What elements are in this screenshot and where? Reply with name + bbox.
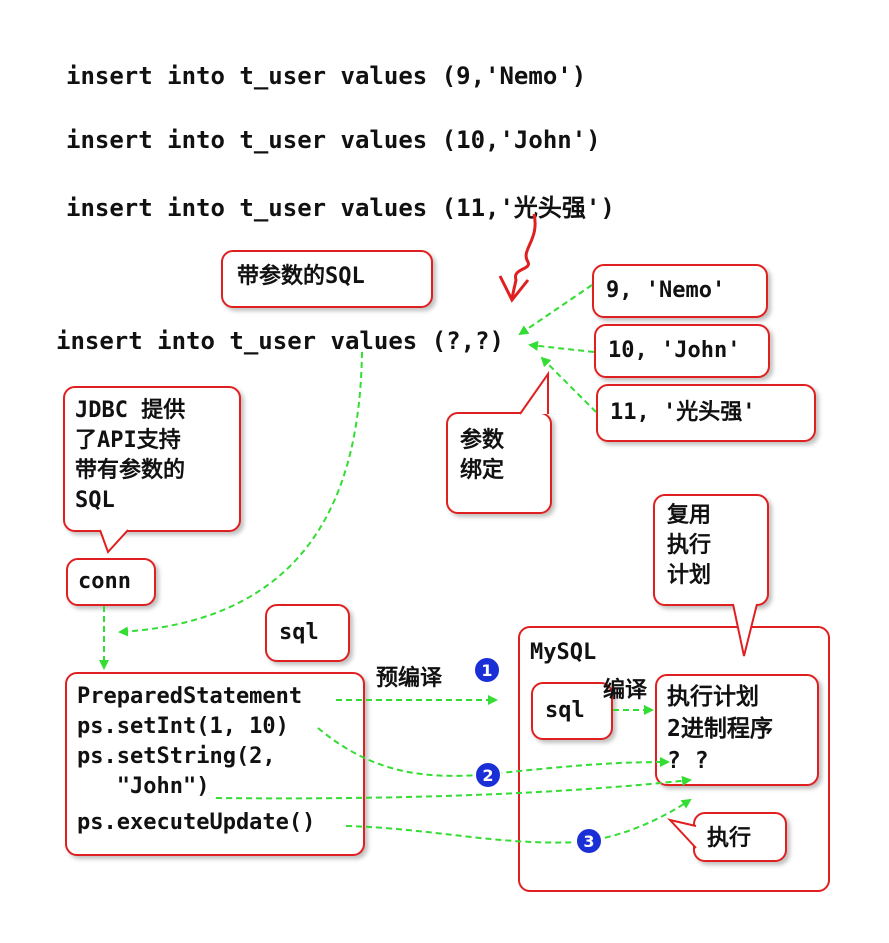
precompile-label: 预编译 — [376, 666, 443, 691]
arrow-sql-to-prepare — [118, 351, 363, 637]
badge-2: 2 — [474, 761, 502, 789]
code-line-1: PreparedStatement — [77, 684, 303, 709]
arrow-setint — [317, 727, 670, 777]
code-line-5: ps.executeUpdate() — [77, 810, 316, 835]
arrow-param-2 — [528, 340, 595, 353]
execution-plan-box: 执行计划 2进制程序 ? ? — [655, 674, 819, 786]
mysql-sql-box: sql — [531, 682, 613, 740]
arrow-param-1 — [518, 284, 593, 336]
jdbc-note-line-3: 带有参数的 — [75, 458, 186, 483]
plan-line-3: ? ? — [667, 748, 709, 774]
jdbc-note-line-4: SQL — [75, 488, 115, 513]
svg-text:2: 2 — [482, 766, 493, 785]
badge-1: 1 — [473, 656, 501, 684]
sql-box-text: sql — [279, 620, 319, 645]
sql-statement-3: insert into t_user values (11,'光头强') — [66, 194, 615, 222]
reuse-plan-callout: 复用 执行 计划 — [653, 494, 769, 606]
bind-note-line-1: 参数 — [460, 428, 505, 453]
code-line-2: ps.setInt(1, 10) — [77, 714, 289, 739]
prepared-statement-code-box: PreparedStatement ps.setInt(1, 10) ps.se… — [65, 672, 365, 856]
reuse-callout-tail — [732, 603, 758, 657]
code-line-3: ps.setString(2, — [77, 744, 276, 769]
sql-statement-1: insert into t_user values (9,'Nemo') — [66, 62, 587, 90]
sql-box: sql — [265, 604, 350, 662]
arrow-setstring — [215, 775, 692, 800]
param-box-3: 11, '光头强' — [596, 384, 816, 442]
red-arrow-head — [498, 275, 530, 303]
conn-box: conn — [66, 558, 156, 606]
arrow-param-3 — [540, 356, 597, 413]
param-box-1-text: 9, 'Nemo' — [606, 278, 726, 303]
param-box-3-text: 11, '光头强' — [610, 400, 756, 425]
red-squiggle-arrow — [510, 213, 537, 299]
reuse-note-line-1: 复用 — [667, 503, 712, 528]
svg-text:1: 1 — [481, 661, 492, 680]
jdbc-note-line-2: 了API支持 — [75, 428, 181, 453]
reuse-note-line-3: 计划 — [667, 563, 712, 588]
conn-box-text: conn — [78, 569, 131, 594]
execute-callout-text: 执行 — [707, 826, 752, 851]
reuse-note-line-2: 执行 — [667, 533, 712, 558]
plan-line-1: 执行计划 — [667, 684, 759, 710]
compile-label: 编译 — [603, 678, 648, 703]
jdbc-note-callout: JDBC 提供 了API支持 带有参数的 SQL — [63, 386, 241, 532]
mysql-sql-box-text: sql — [545, 698, 585, 723]
execute-callout-tail — [667, 818, 697, 849]
bind-note-line-2: 绑定 — [460, 458, 505, 483]
jdbc-callout-tail — [99, 529, 129, 554]
bind-callout-tail — [519, 370, 549, 415]
param-box-2-text: 10, 'John' — [608, 338, 741, 363]
param-sql-callout-text: 带参数的SQL — [237, 264, 365, 289]
plan-line-2: 2进制程序 — [667, 716, 773, 742]
code-line-4: "John") — [77, 774, 210, 799]
jdbc-note-line-1: JDBC 提供 — [75, 398, 186, 423]
param-sql-statement: insert into t_user values (?,?) — [56, 327, 504, 355]
param-box-2: 10, 'John' — [594, 324, 770, 378]
arrow-execute — [345, 798, 692, 844]
badge-3: 3 — [575, 827, 603, 855]
mysql-label: MySQL — [530, 640, 597, 665]
param-box-1: 9, 'Nemo' — [592, 264, 768, 318]
svg-text:3: 3 — [583, 832, 594, 851]
sql-statement-2: insert into t_user values (10,'John') — [66, 126, 601, 154]
bind-note-callout: 参数 绑定 — [446, 412, 552, 514]
param-sql-callout: 带参数的SQL — [221, 250, 433, 308]
